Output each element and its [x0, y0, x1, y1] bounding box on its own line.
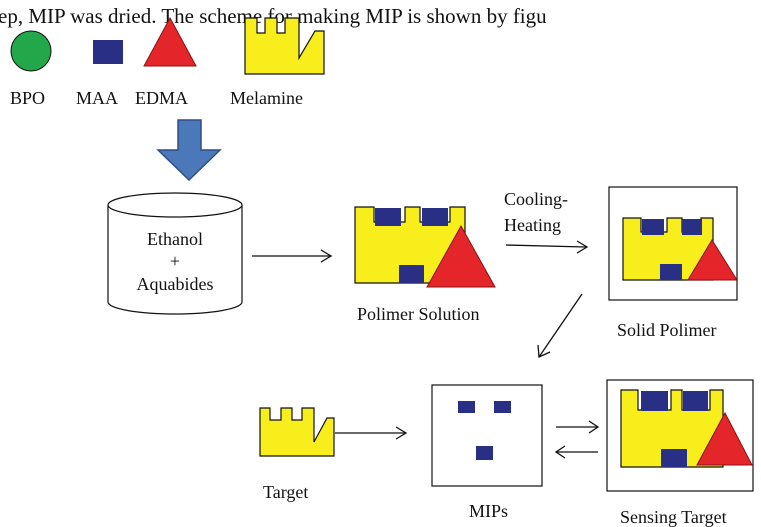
edma-label: EDMA	[135, 88, 188, 108]
arrow-cooling-heating	[505, 240, 589, 254]
down-arrow-icon	[156, 119, 222, 182]
beaker-cylinder	[107, 192, 243, 315]
bpo-circle-icon	[10, 30, 52, 72]
maa-square-icon	[93, 40, 123, 64]
mips-cavity-3	[476, 446, 493, 460]
arrow-target-to-mips	[335, 426, 408, 440]
mips-cavity-2	[494, 401, 511, 413]
polimer-solution-label: Polimer Solution	[357, 304, 480, 324]
target-label: Target	[263, 482, 308, 502]
sensing-target-shape	[620, 389, 753, 468]
polimer-solution-shape	[354, 206, 496, 288]
edma-triangle-icon	[143, 16, 197, 67]
melamine-label: Melamine	[230, 88, 303, 108]
solid-polimer-label: Solid Polimer	[617, 320, 717, 340]
maa-label: MAA	[76, 88, 118, 108]
mips-box	[431, 384, 543, 487]
cooling-label-line-2: Heating	[504, 215, 561, 235]
equilibrium-arrows	[554, 420, 600, 459]
cooling-label-line-1: Cooling-	[504, 189, 568, 209]
sensing-target-label: Sensing Target	[620, 507, 727, 527]
mips-label: MIPs	[469, 501, 508, 521]
mips-cavity-1	[458, 401, 475, 413]
beaker-line-2: +	[170, 251, 180, 271]
target-shape-icon	[259, 407, 335, 457]
arrow-to-mips	[537, 293, 583, 358]
beaker-line-1: Ethanol	[147, 229, 203, 249]
bpo-label: BPO	[10, 88, 45, 108]
beaker-line-3: Aquabides	[137, 274, 214, 294]
solid-polimer-shape	[622, 217, 738, 281]
melamine-shape-icon	[244, 17, 325, 75]
arrow-to-polimer-solution	[252, 249, 333, 263]
